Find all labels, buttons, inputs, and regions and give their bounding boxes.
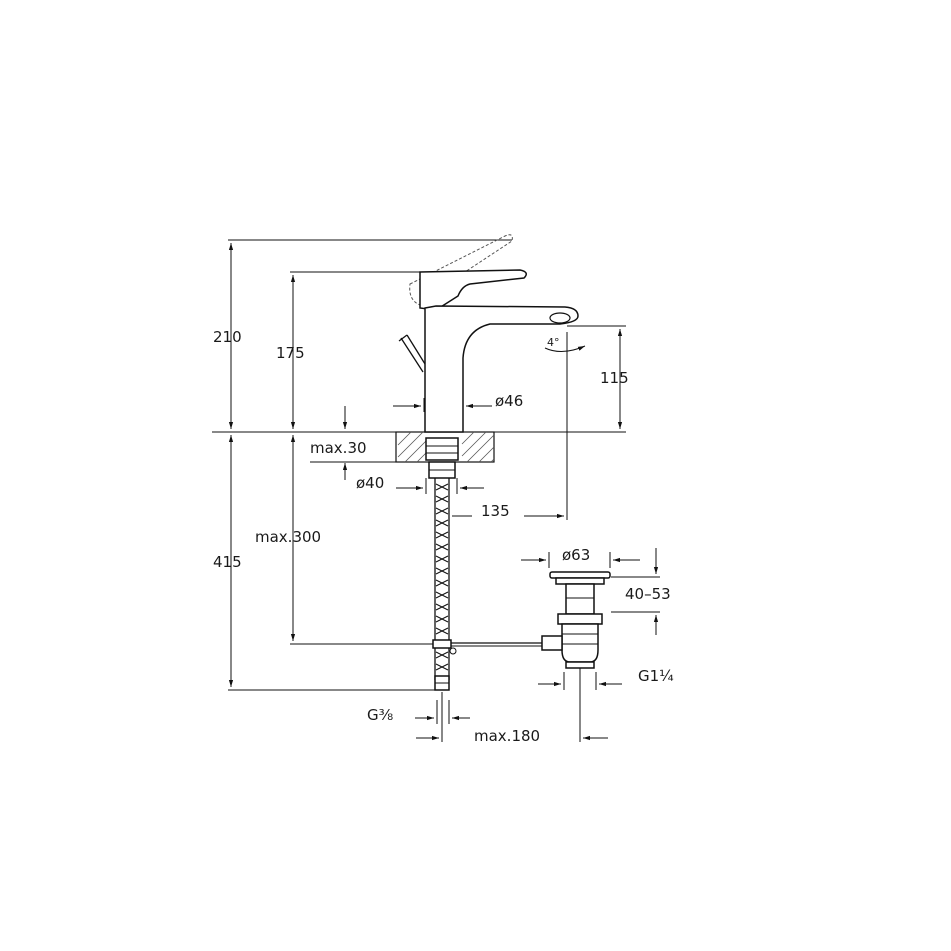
label-offset: max.180 xyxy=(474,727,540,745)
label-total-height: 210 xyxy=(213,328,242,346)
dimension-lines xyxy=(228,243,659,741)
tap-body xyxy=(398,234,579,479)
lever-handle xyxy=(419,269,527,311)
label-hose-thread: G⅜ xyxy=(367,706,393,724)
label-hole-diameter: ø40 xyxy=(356,474,384,492)
label-waste-range: 40–53 xyxy=(625,585,671,603)
label-body-height: 175 xyxy=(276,344,305,362)
tap-body-outline xyxy=(424,305,579,433)
flexible-hoses xyxy=(432,478,452,691)
label-body-diameter: ø46 xyxy=(495,392,523,410)
svg-text:4°: 4° xyxy=(547,336,560,349)
label-spout-reach: 135 xyxy=(481,502,510,520)
label-below-deck: 415 xyxy=(213,553,242,571)
label-waste-thread: G1¼ xyxy=(638,667,674,685)
popup-linkage xyxy=(449,642,545,655)
label-spout-height: 115 xyxy=(600,369,629,387)
waste-assembly xyxy=(541,571,611,669)
dimension-labels: 210 175 115 ø46 max.30 ø40 135 415 max.3… xyxy=(213,328,674,745)
label-hose-length: max.300 xyxy=(255,528,321,546)
label-deck-thickness: max.30 xyxy=(310,439,367,457)
lever-raised-position xyxy=(409,234,513,306)
label-waste-diameter: ø63 xyxy=(562,546,590,564)
spout-rotation-arrow-icon: 4° xyxy=(544,336,586,352)
